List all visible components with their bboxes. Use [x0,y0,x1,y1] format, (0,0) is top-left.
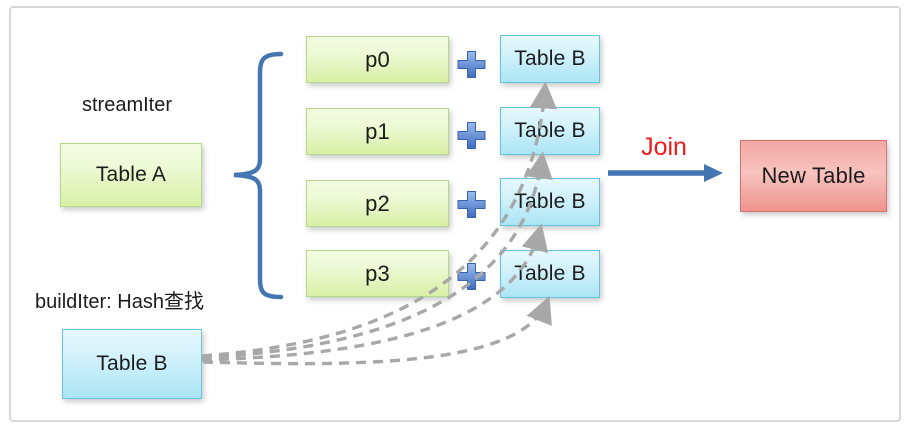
partition-box-p2: p2 [306,180,449,227]
plus-icon [456,190,487,219]
build-table-b-box: Table B [62,329,202,399]
table-b-box: Table B [500,107,600,155]
join-label: Join [641,133,687,161]
partition-box-p0: p0 [306,36,449,83]
plus-icon [456,262,487,291]
table-a-box: Table A [60,143,202,207]
streamiter-label: streamIter [82,94,173,116]
plus-icon [456,121,487,150]
table-b-box: Table B [500,35,600,83]
partition-box-p1: p1 [306,108,449,155]
new-table-box: New Table [740,140,887,212]
builditer-label: buildIter: Hash查找 [35,291,204,313]
table-b-box: Table B [500,178,600,226]
table-b-box: Table B [500,250,600,298]
partition-box-p3: p3 [306,250,449,297]
plus-icon [456,50,487,79]
